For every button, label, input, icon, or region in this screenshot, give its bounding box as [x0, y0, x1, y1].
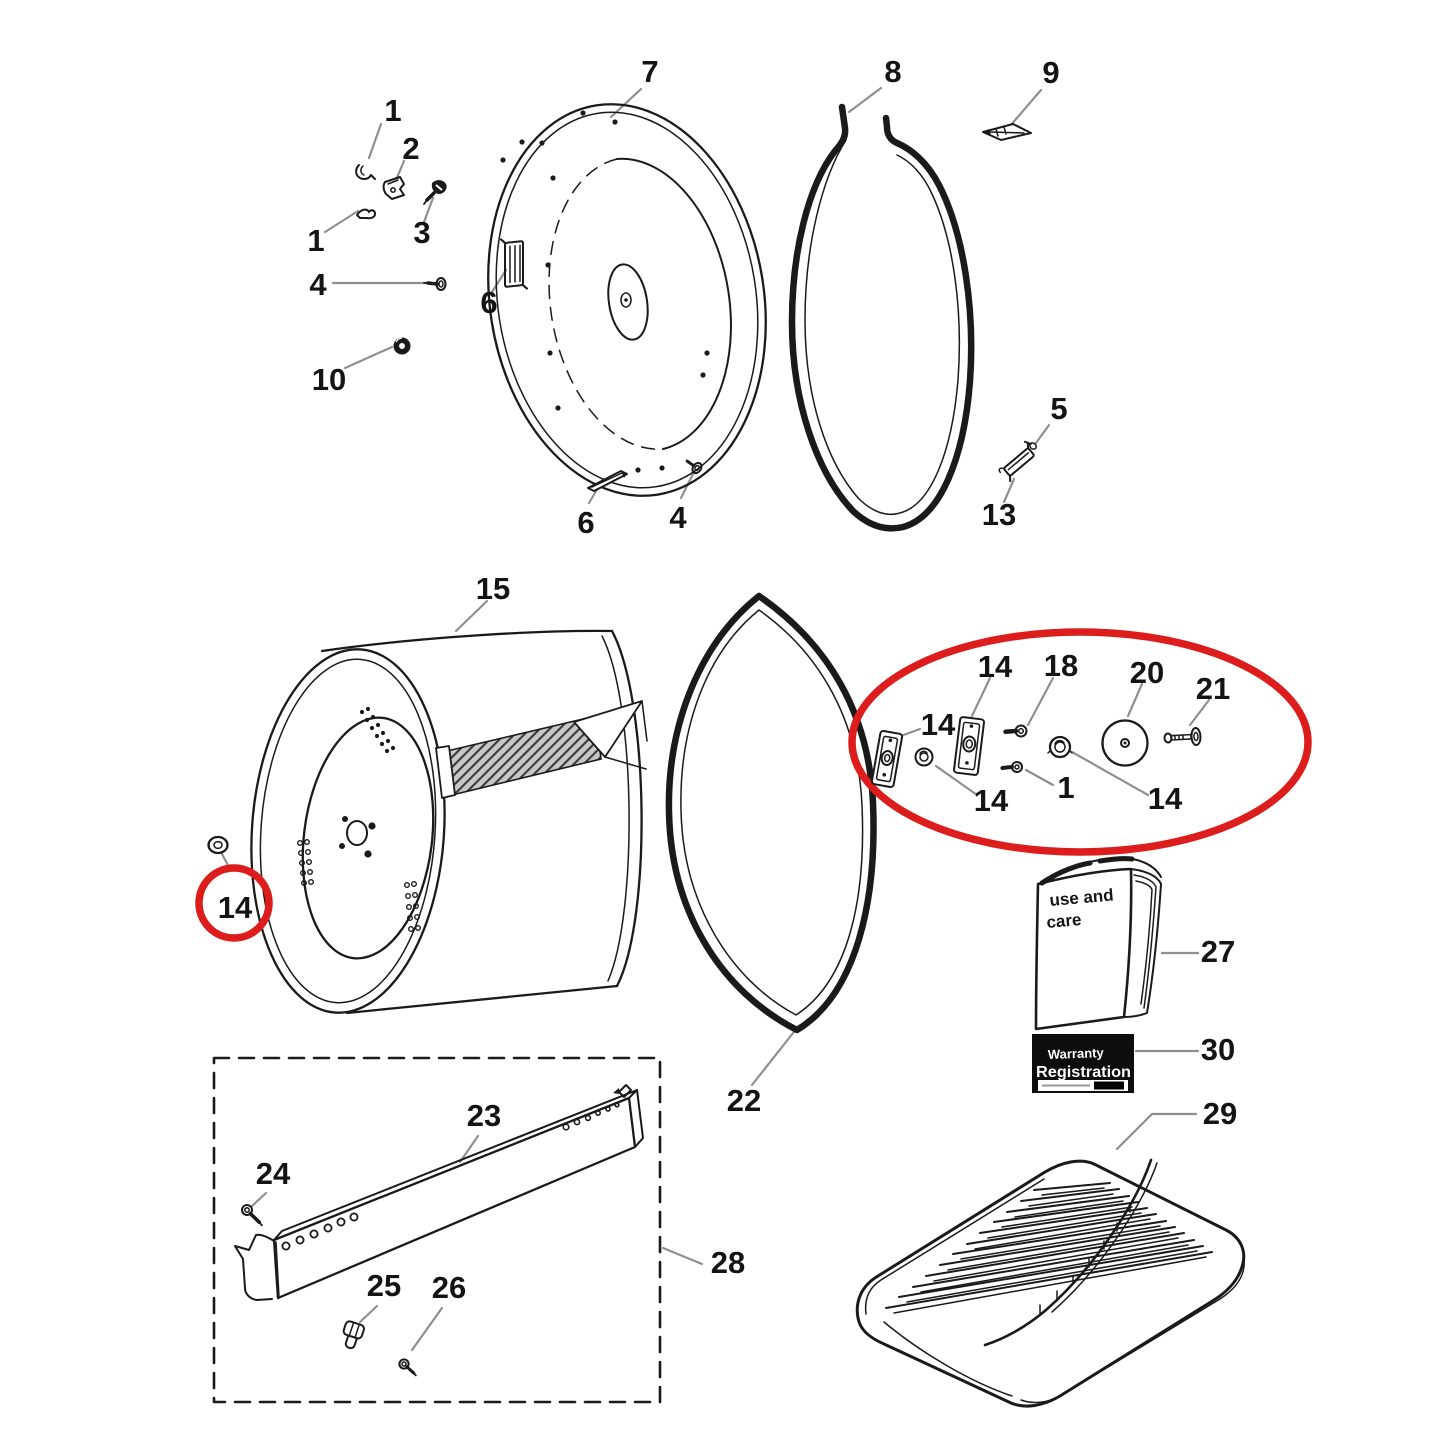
part-7-front-panel — [487, 103, 767, 497]
callout-14-bottom-left: 14 — [974, 783, 1009, 818]
part-6-rod — [587, 470, 628, 492]
drum-vent-holes-top — [359, 706, 396, 754]
part-27-booklet: use and care — [1034, 856, 1162, 1031]
part-6-bracket — [500, 238, 528, 290]
callout-labels: 1 2 3 1 4 6 10 7 8 9 5 13 6 4 15 14 22 1… — [218, 54, 1237, 1305]
warranty-card-line2: Registration — [1036, 1064, 1131, 1081]
callout-6-b: 6 — [577, 505, 594, 540]
warranty-card-line1: Warranty — [1048, 1045, 1105, 1062]
part-26-screw — [398, 1358, 417, 1377]
part-22-seal — [665, 592, 877, 1034]
highlight-circle-14 — [195, 864, 273, 942]
callout-15: 15 — [476, 571, 510, 606]
callout-9: 9 — [1042, 55, 1059, 90]
part-4-screw-a — [423, 277, 447, 291]
callout-20: 20 — [1130, 655, 1164, 690]
part-10-nut — [393, 337, 411, 355]
callout-1-b: 1 — [307, 223, 324, 258]
part-30-warranty-card: Warranty Registration — [1032, 1034, 1134, 1093]
part-9-blade — [982, 123, 1032, 141]
part-23-rail — [234, 1084, 644, 1301]
callout-30: 30 — [1201, 1032, 1235, 1067]
callout-3: 3 — [413, 215, 430, 250]
part-21-screw — [1163, 727, 1202, 747]
callout-7: 7 — [641, 54, 658, 89]
part-14-nut-b — [914, 747, 934, 767]
callout-29: 29 — [1203, 1096, 1237, 1131]
part-1-clip-b — [356, 208, 376, 220]
callout-23: 23 — [467, 1098, 501, 1133]
grille-slats — [885, 1182, 1213, 1314]
rail-holes-right — [562, 1102, 620, 1131]
callout-14-top: 14 — [978, 649, 1013, 684]
drum-vent-holes-left — [297, 839, 315, 887]
callout-1-c: 1 — [1057, 770, 1074, 805]
callout-24: 24 — [256, 1156, 291, 1191]
drum-hub — [339, 816, 376, 858]
highlight-ellipse-hardware — [848, 628, 1312, 856]
part-20-disc — [1101, 719, 1149, 767]
rim-holes — [500, 110, 710, 473]
booklet-title-line2: care — [1046, 910, 1083, 932]
part-1-clip-a — [355, 164, 376, 180]
callout-4-a: 4 — [309, 267, 327, 302]
part-14-nut-left — [207, 835, 229, 855]
part-8-belt — [788, 103, 975, 532]
drum-baffle — [435, 700, 648, 799]
part-29-grille — [855, 1158, 1246, 1408]
part-2-clip — [382, 176, 405, 200]
grille-center-spine — [983, 1158, 1153, 1347]
warranty-card-footer-badge — [1094, 1081, 1124, 1090]
callout-27: 27 — [1201, 934, 1235, 969]
drum-vent-holes-bottom-right — [404, 881, 422, 933]
callout-26: 26 — [432, 1270, 466, 1305]
part-28-dashed-box — [212, 1056, 662, 1404]
part-1-screw-c — [1000, 761, 1023, 773]
part-18-screw — [1003, 724, 1028, 738]
part-13-bracket — [998, 441, 1035, 483]
part-15-drum — [250, 629, 648, 1015]
callout-13: 13 — [982, 497, 1016, 532]
callout-25: 25 — [367, 1268, 401, 1303]
callout-1-a: 1 — [384, 93, 401, 128]
callout-14-bottom-right: 14 — [1148, 781, 1183, 816]
rail-holes-left — [281, 1212, 359, 1251]
callout-21: 21 — [1196, 671, 1230, 706]
callout-18: 18 — [1044, 648, 1078, 683]
callout-28: 28 — [711, 1245, 745, 1280]
callout-14-left: 14 — [921, 707, 956, 742]
callout-8: 8 — [884, 54, 901, 89]
callout-4-b: 4 — [669, 500, 687, 535]
part-4-screw-b — [685, 459, 703, 475]
callout-2: 2 — [402, 131, 419, 166]
callout-6-a: 6 — [480, 285, 497, 320]
callout-14-circled: 14 — [218, 890, 253, 925]
part-14-nut-d — [1047, 735, 1073, 759]
callout-5: 5 — [1050, 391, 1067, 426]
grille-spine-ticks — [1039, 1203, 1131, 1314]
part-3-screw — [423, 180, 447, 205]
callout-22: 22 — [727, 1083, 761, 1118]
part-14-plate-c — [953, 716, 985, 776]
part-14-plate-a — [870, 729, 904, 789]
part-24-screw — [241, 1204, 263, 1227]
part-25-bolt — [342, 1320, 365, 1350]
callout-10: 10 — [312, 362, 346, 397]
